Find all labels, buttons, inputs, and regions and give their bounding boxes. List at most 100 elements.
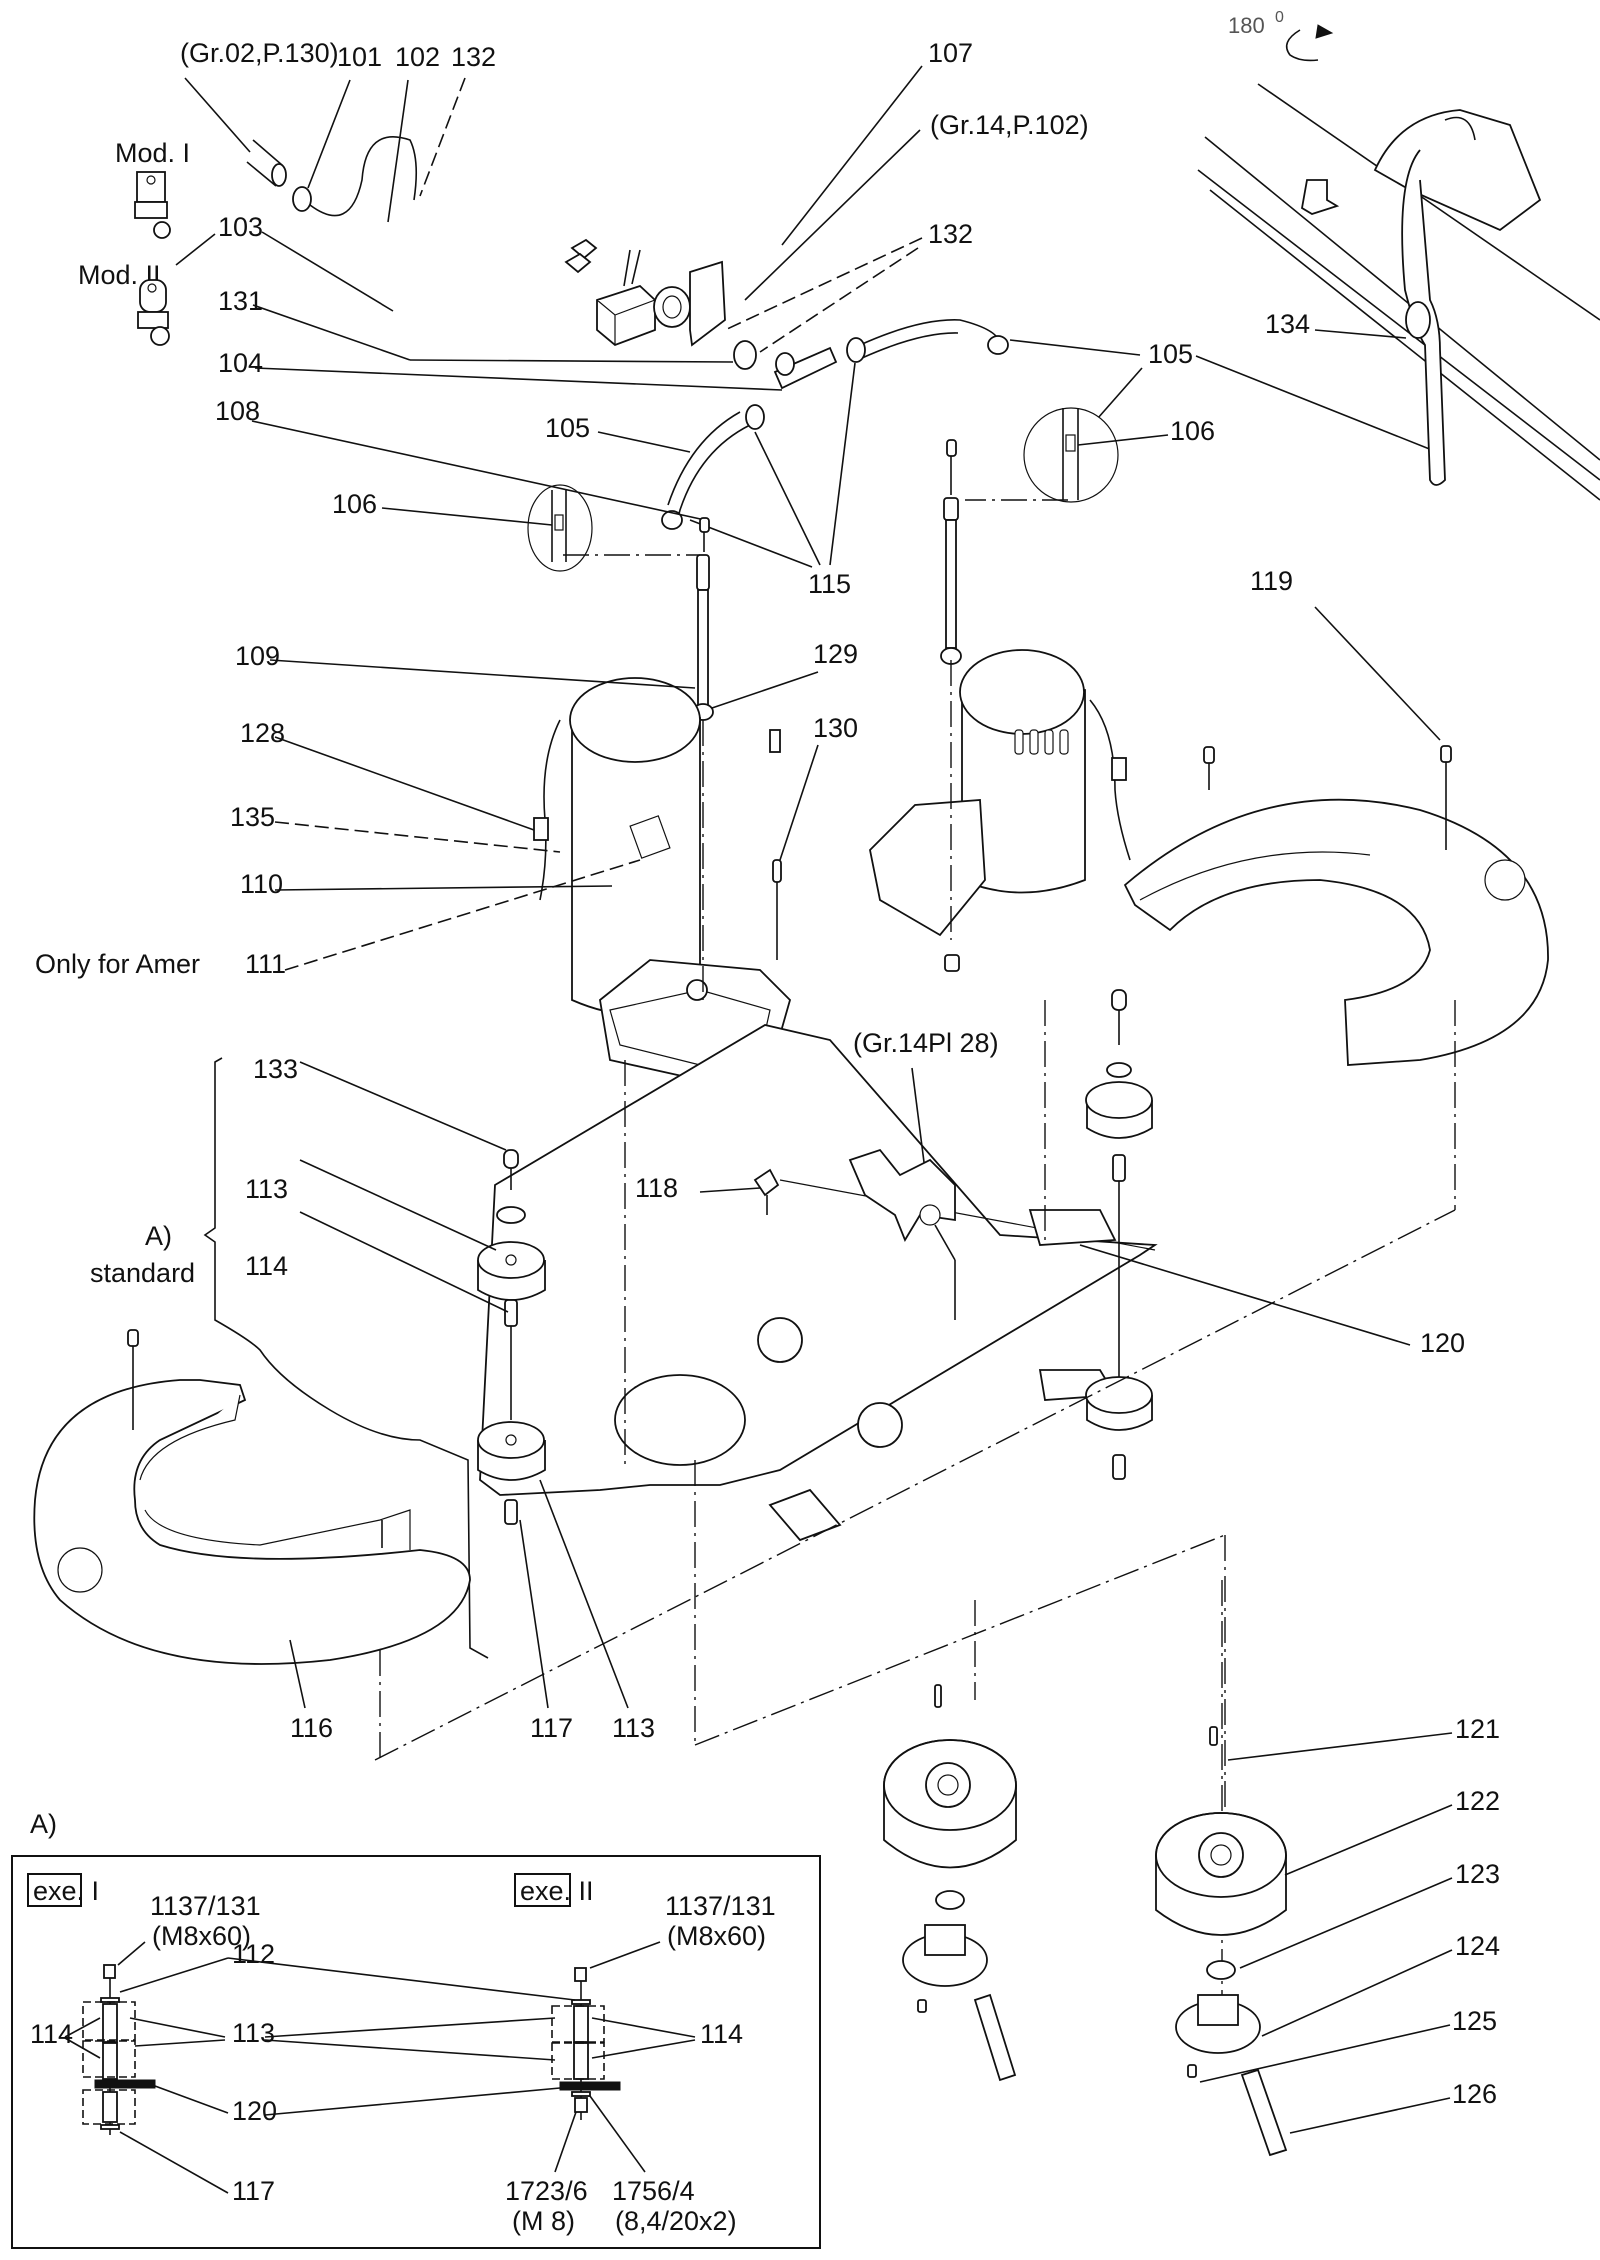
callout-117: 117 (519, 1519, 573, 1743)
callout-130: 130 (772, 713, 858, 960)
model-label: Mod. I (115, 138, 190, 168)
callout-116: 116 (289, 1639, 333, 1743)
callout-111: Only for Amer 111 (35, 859, 641, 979)
svg-text:132: 132 (928, 219, 973, 249)
group-a-standard: A) standard (90, 1057, 489, 1659)
note-only-for-amer: Only for Amer (35, 949, 200, 979)
callout-106-right: 106 (1077, 416, 1215, 446)
detail-circle-left (527, 484, 700, 572)
left-damper-stack (477, 1149, 546, 1525)
svg-text:114: 114 (245, 1251, 288, 1281)
inlet-hose-end (246, 139, 287, 187)
svg-text:115: 115 (808, 569, 851, 599)
svg-text:exe. I: exe. I (33, 1876, 99, 1906)
chassis-plate (479, 1024, 1158, 1542)
svg-text:110: 110 (240, 869, 283, 899)
svg-text:128: 128 (240, 718, 285, 748)
callout-115: 115 (689, 362, 856, 599)
left-impeller-assembly (883, 1684, 1017, 2082)
callout-106-left: 106 (332, 489, 553, 526)
reference-gr02-p130: (Gr.02,P.130) (180, 38, 339, 153)
nut-131 (733, 340, 757, 370)
svg-text:101: 101 (337, 42, 382, 72)
callout-118: 118 (635, 1168, 780, 1215)
svg-text:(8,4/20x2): (8,4/20x2) (615, 2206, 737, 2236)
svg-text:129: 129 (813, 639, 858, 669)
machine-frame-rotated-view (1197, 83, 1600, 501)
svg-text:117: 117 (530, 1713, 573, 1743)
svg-text:135: 135 (230, 802, 275, 832)
callout-107: 107 (781, 38, 973, 246)
svg-text:118: 118 (635, 1173, 678, 1203)
svg-text:1137/131: 1137/131 (665, 1891, 776, 1921)
svg-text:102: 102 (395, 42, 440, 72)
svg-text:112: 112 (232, 1939, 275, 1969)
svg-text:1756/4: 1756/4 (612, 2176, 695, 2206)
left-motor-assembly (533, 554, 792, 1109)
svg-text:107: 107 (928, 38, 973, 68)
svg-text:(Gr.14Pl 28): (Gr.14Pl 28) (853, 1028, 999, 1058)
inset-exe-2: exe. II 1137/131 (M8x60) 114 1723/6 ( (227, 1873, 776, 2236)
svg-text:113: 113 (612, 1713, 655, 1743)
callout-132-top: 132 (419, 42, 496, 197)
svg-text:(M8x60): (M8x60) (667, 1921, 766, 1951)
inset-frame (11, 1855, 821, 2249)
svg-text:A): A) (145, 1221, 172, 1251)
callout-126: 126 (1289, 2079, 1497, 2134)
inset-a: A) exe. I 1137/131 (M8x60) 112 113 1 (11, 1809, 821, 2249)
svg-text:117: 117 (232, 2176, 275, 2206)
callout-123: 123 (1239, 1859, 1500, 1969)
inset-exe-1: exe. I 1137/131 (M8x60) 112 113 114 120 (27, 1873, 277, 2206)
solenoid-valve-mod-1: Mod. I (115, 138, 190, 239)
callout-105-right: 105 (1009, 339, 1433, 451)
svg-text:120: 120 (1420, 1328, 1465, 1358)
callout-125: 125 (1199, 2006, 1497, 2083)
svg-text:130: 130 (813, 713, 858, 743)
callout-132-right: 132 (724, 219, 973, 353)
svg-text:0: 0 (1275, 9, 1284, 26)
callout-131: 131 (218, 286, 757, 370)
svg-text:131: 131 (218, 286, 263, 316)
svg-text:124: 124 (1455, 1931, 1500, 1961)
svg-text:180: 180 (1228, 13, 1265, 38)
callout-122: 122 (1284, 1786, 1500, 1876)
svg-text:114: 114 (700, 2019, 743, 2049)
rotate-arrow-icon (1285, 29, 1319, 62)
svg-text:116: 116 (290, 1713, 333, 1743)
svg-text:122: 122 (1455, 1786, 1500, 1816)
svg-text:125: 125 (1452, 2006, 1497, 2036)
callout-110: 110 (240, 869, 613, 899)
svg-text:132: 132 (451, 42, 496, 72)
callout-119: 119 (1250, 566, 1441, 741)
svg-text:1137/131: 1137/131 (150, 1891, 261, 1921)
right-motor-assembly (869, 439, 1131, 972)
callout-108: 108 (215, 396, 710, 552)
solenoid-valve-mod-2: Mod. II (78, 260, 170, 346)
callout-113-bottom: 113 (539, 1479, 655, 1743)
center-lines (374, 1000, 1456, 1870)
rotation-indicator: 180 0 (1228, 9, 1334, 62)
callout-102: 102 (309, 42, 440, 223)
right-damper-stack (1085, 989, 1153, 1480)
clamp-101 (292, 186, 312, 212)
svg-text:104: 104 (218, 348, 263, 378)
reference-gr14-pl28: (Gr.14Pl 28) (848, 1028, 999, 1320)
right-housing-shell (1123, 745, 1549, 1066)
callout-101: 101 (292, 42, 382, 212)
callout-129: 129 (711, 639, 858, 709)
svg-text:121: 121 (1455, 1714, 1500, 1744)
svg-text:113: 113 (232, 2018, 275, 2048)
svg-text:105: 105 (1148, 339, 1193, 369)
hose-105 (661, 319, 1009, 530)
callout-133: 133 (253, 1054, 507, 1151)
svg-text:133: 133 (253, 1054, 298, 1084)
left-housing-shell (33, 1329, 471, 1665)
svg-text:120: 120 (232, 2096, 277, 2126)
callout-114: 114 (245, 1211, 509, 1313)
callout-104: 104 (218, 346, 838, 391)
svg-text:123: 123 (1455, 1859, 1500, 1889)
callout-113-top: 113 (245, 1159, 497, 1251)
svg-text:(M8x60): (M8x60) (152, 1921, 251, 1951)
detail-circle-right (965, 407, 1119, 503)
